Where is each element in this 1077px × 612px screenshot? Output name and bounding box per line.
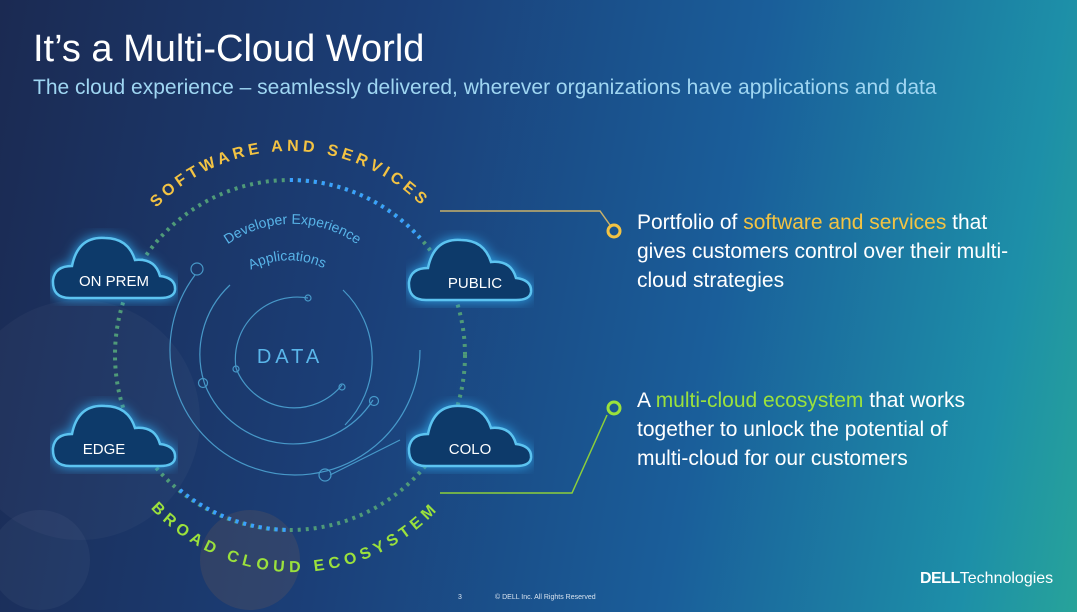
copyright: © DELL Inc. All Rights Reserved bbox=[495, 594, 596, 601]
cloud-label: EDGE bbox=[82, 441, 126, 458]
page-number: 3 bbox=[458, 594, 462, 601]
callout-text: that gives customers control over their … bbox=[637, 211, 1009, 292]
callout-software-services: Portfolio of software and services that … bbox=[637, 208, 1017, 295]
cloud-colo: COLO bbox=[406, 396, 534, 474]
callout-text: A bbox=[637, 389, 656, 412]
cloud-icon bbox=[407, 404, 533, 468]
cloud-public: PUBLIC bbox=[406, 230, 534, 308]
page-subtitle: The cloud experience – seamlessly delive… bbox=[33, 76, 937, 99]
ecosystem-connector-dot bbox=[606, 400, 622, 416]
software-connector-dot bbox=[606, 223, 622, 239]
logo-brand: DELL bbox=[920, 570, 960, 587]
callout-text: that works together to unlock the potent… bbox=[637, 389, 965, 470]
cloud-label: COLO bbox=[448, 441, 492, 458]
ecosystem-arc-label: BROAD CLOUD ECOSYSTEM bbox=[147, 499, 442, 576]
cloud-on-prem: ON PREM bbox=[50, 228, 178, 306]
cloud-icon bbox=[51, 404, 177, 468]
cloud-edge: EDGE bbox=[50, 396, 178, 474]
cloud-label: PUBLIC bbox=[447, 275, 503, 292]
cloud-icon bbox=[407, 238, 533, 302]
applications-label: Applications bbox=[245, 247, 329, 272]
software-services-arc-label: SOFTWARE AND SERVICES bbox=[147, 138, 432, 211]
callout-highlight: software and services bbox=[743, 211, 947, 234]
page-title: It’s a Multi-Cloud World bbox=[33, 28, 425, 70]
cloud-label: ON PREM bbox=[78, 273, 149, 290]
developer-experience-label: Developer Experience bbox=[221, 211, 365, 247]
logo-suffix: Technologies bbox=[959, 570, 1054, 587]
data-label: DATA bbox=[257, 346, 323, 368]
dell-technologies-logo: DELLTechnologies bbox=[920, 570, 1053, 588]
callout-highlight: multi-cloud ecosystem bbox=[655, 389, 864, 412]
callout-text: Portfolio of bbox=[637, 211, 744, 234]
cloud-icon bbox=[51, 236, 177, 300]
callout-ecosystem: A multi-cloud ecosystem that works toget… bbox=[637, 386, 977, 473]
connector-lines bbox=[440, 210, 622, 494]
